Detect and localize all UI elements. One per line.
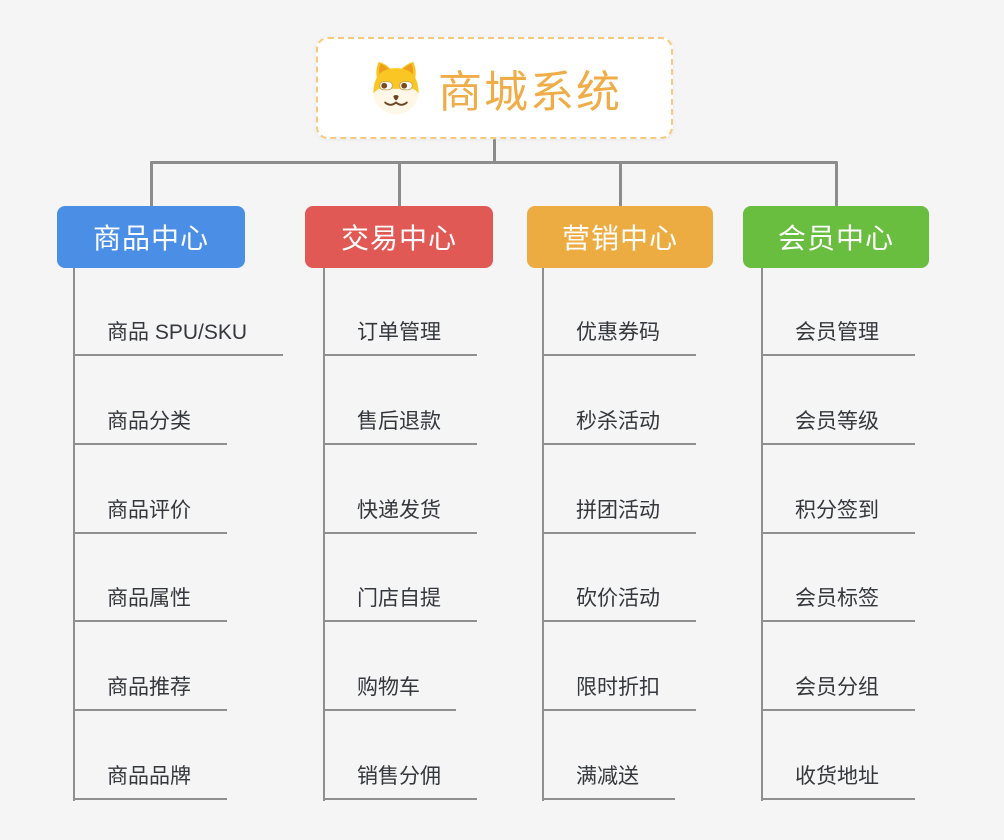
root-topic[interactable]: 商城系统 <box>316 37 673 139</box>
subtopic[interactable]: 砍价活动 <box>542 586 696 622</box>
connector-bus-line <box>150 161 838 164</box>
subtopic[interactable]: 快递发货 <box>323 498 477 534</box>
root-connector-line <box>493 139 496 163</box>
branch-topic-product-center[interactable]: 商品中心 <box>57 206 245 268</box>
subtopic[interactable]: 收货地址 <box>761 764 915 800</box>
subtopic[interactable]: 购物车 <box>323 675 456 711</box>
subtopic[interactable]: 商品属性 <box>73 586 227 622</box>
subtopic[interactable]: 门店自提 <box>323 586 477 622</box>
branch-topic-member-center[interactable]: 会员中心 <box>743 206 929 268</box>
subtopic[interactable]: 商品推荐 <box>73 675 227 711</box>
subtopic[interactable]: 销售分佣 <box>323 764 477 800</box>
branch-topic-label: 会员中心 <box>777 223 894 254</box>
branch-trunk-line <box>323 268 325 801</box>
connector-drop-line <box>398 161 401 207</box>
connector-drop-line <box>835 161 838 207</box>
subtopic[interactable]: 商品评价 <box>73 498 227 534</box>
branch-topic-label: 商品中心 <box>92 223 209 254</box>
subtopic[interactable]: 商品 SPU/SKU <box>73 320 284 356</box>
subtopic[interactable]: 满减送 <box>542 764 675 800</box>
branch-topic-trade-center[interactable]: 交易中心 <box>305 206 493 268</box>
connector-drop-line <box>619 161 622 207</box>
subtopic[interactable]: 会员标签 <box>761 586 915 622</box>
branch-topic-label: 交易中心 <box>340 223 457 254</box>
branch-topic-marketing-center[interactable]: 营销中心 <box>527 206 713 268</box>
branch-trunk-line <box>542 268 544 801</box>
subtopic[interactable]: 积分签到 <box>761 498 915 534</box>
subtopic[interactable]: 优惠券码 <box>542 320 696 356</box>
branch-trunk-line <box>73 268 75 801</box>
subtopic[interactable]: 商品分类 <box>73 409 227 445</box>
subtopic[interactable]: 会员等级 <box>761 409 915 445</box>
branch-topic-label: 营销中心 <box>561 223 678 254</box>
subtopic[interactable]: 秒杀活动 <box>542 409 696 445</box>
branch-trunk-line <box>761 268 763 801</box>
subtopic[interactable]: 拼团活动 <box>542 498 696 534</box>
subtopic[interactable]: 会员管理 <box>761 320 915 356</box>
subtopic[interactable]: 商品品牌 <box>73 764 227 800</box>
subtopic[interactable]: 售后退款 <box>323 409 477 445</box>
subtopic[interactable]: 会员分组 <box>761 675 915 711</box>
connector-drop-line <box>150 161 153 207</box>
subtopic[interactable]: 订单管理 <box>323 320 477 356</box>
subtopic[interactable]: 限时折扣 <box>542 675 696 711</box>
root-topic-label: 商城系统 <box>438 68 622 117</box>
dog-face-icon <box>373 61 419 115</box>
